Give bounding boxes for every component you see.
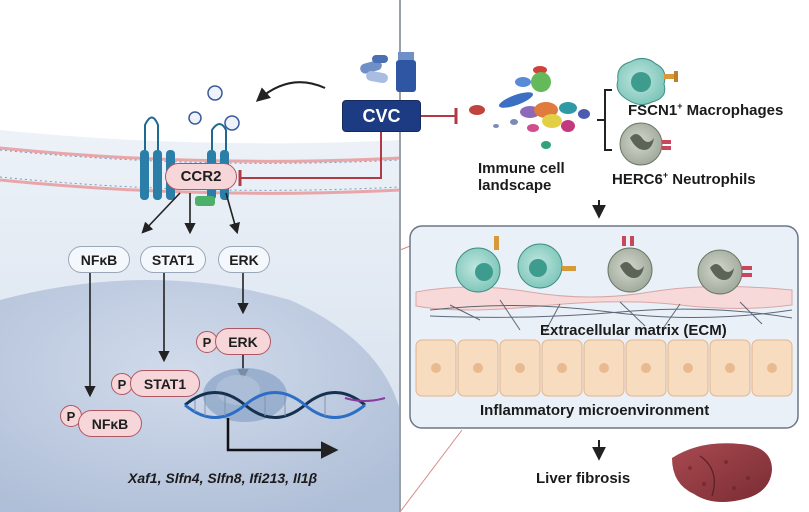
neutrophil-1 (607, 236, 653, 293)
macrophage-label: FSCN1+ Macrophages (628, 101, 784, 119)
microenvironment-label: Inflammatory microenvironment (480, 402, 710, 419)
macrophage-sup: + (677, 101, 683, 111)
ecm-label: Extracellular matrix (ECM) (540, 322, 727, 339)
signaling-arrows (84, 192, 249, 398)
cvc-drug-box: CVC (342, 100, 421, 132)
nfkb-phospho-mark: P (60, 405, 82, 427)
ccr2-receptor-label: CCR2 (165, 163, 237, 190)
landscape-label: Immune cell landscape (478, 160, 565, 194)
p-stat1-node: STAT1 (130, 370, 200, 397)
liver-icon (672, 443, 772, 502)
neutrophil-label: HERC6+ Neutrophils (612, 170, 756, 188)
macrophage-1 (455, 236, 501, 293)
hepatocyte-nuclei (431, 363, 777, 373)
erk-node: ERK (218, 246, 270, 273)
drug-pills-icon (360, 55, 388, 84)
macrophage-icon (616, 58, 678, 106)
dna-helix (184, 391, 386, 419)
macrophage-2 (517, 243, 576, 289)
ecm-fibers (429, 299, 793, 333)
p-nfkb-node: NFκB (78, 410, 142, 437)
neutrophil-icon (619, 122, 671, 166)
cvc-label: CVC (362, 105, 401, 126)
nfkb-node: NFκB (68, 246, 130, 273)
stat1-node: STAT1 (140, 246, 206, 273)
ligand-molecules (188, 85, 240, 131)
transcription-arrow (226, 418, 339, 459)
liver-fibrosis-label: Liver fibrosis (536, 470, 631, 487)
neutrophil-2 (697, 249, 752, 295)
drug-vial-icon (396, 52, 416, 92)
p-erk-node: ERK (215, 328, 271, 355)
neutrophil-sup: + (662, 170, 669, 180)
ligand-release-arrow (255, 81, 326, 102)
cell-type-bracket (604, 89, 612, 151)
umap-plot (469, 66, 590, 149)
g-protein (195, 196, 215, 206)
target-genes: Xaf1, Slfn4, Slfn8, Ifi213, Il1β (128, 470, 318, 486)
cvc-inhibits-ccr2 (240, 132, 382, 179)
polymerase-core (216, 375, 260, 405)
